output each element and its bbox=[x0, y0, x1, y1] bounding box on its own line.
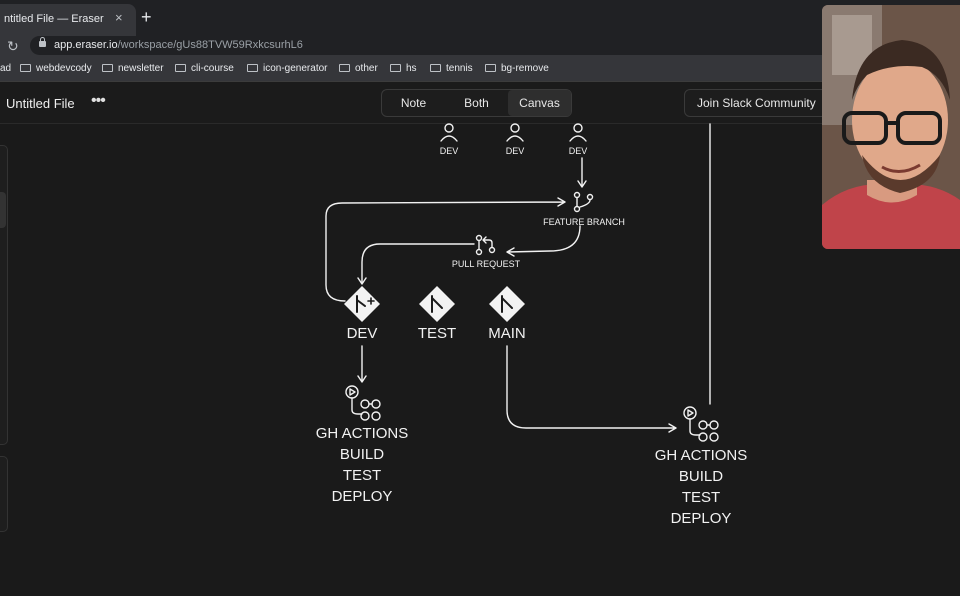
user-icon[interactable] bbox=[569, 123, 587, 142]
actions-label: GH ACTIONS bbox=[315, 425, 409, 442]
bookmark-label: other bbox=[355, 63, 378, 74]
bookmark-label: newsletter bbox=[118, 63, 164, 74]
bookmark-item[interactable]: icon-generator bbox=[247, 63, 327, 77]
folder-icon bbox=[430, 64, 441, 72]
new-tab-icon[interactable]: + bbox=[141, 7, 152, 27]
toolbar-active-tool[interactable] bbox=[0, 192, 6, 228]
webcam-person-image bbox=[822, 5, 960, 249]
user-icon[interactable] bbox=[506, 123, 524, 142]
bookmark-label: hs bbox=[406, 63, 417, 74]
canvas-zoom-toolbar bbox=[0, 456, 8, 532]
bookmark-label: webdevcody bbox=[36, 63, 92, 74]
bookmark-item[interactable]: cli-course bbox=[175, 63, 234, 77]
bookmark-label: bg-remove bbox=[501, 63, 549, 74]
view-canvas-button[interactable]: Canvas bbox=[508, 90, 571, 116]
bookmark-item[interactable]: hs bbox=[390, 63, 417, 77]
folder-icon bbox=[390, 64, 401, 72]
git-main-icon[interactable] bbox=[489, 286, 525, 322]
webcam-overlay bbox=[822, 5, 960, 249]
tab-title: ntitled File — Eraser bbox=[4, 13, 104, 25]
bookmark-item[interactable]: tennis bbox=[430, 63, 473, 77]
git-test-icon[interactable] bbox=[419, 286, 455, 322]
branch-dev-label: DEV bbox=[346, 325, 378, 342]
bookmark-label: icon-generator bbox=[263, 63, 328, 74]
lock-icon[interactable] bbox=[39, 37, 46, 47]
arrow-dev-to-feature-branch bbox=[325, 197, 566, 302]
tab-close-icon[interactable]: × bbox=[115, 10, 123, 25]
folder-icon bbox=[485, 64, 496, 72]
arrow-dev-to-feature bbox=[577, 157, 587, 188]
branch-main-label: MAIN bbox=[488, 325, 526, 342]
bookmark-item[interactable]: other bbox=[339, 63, 378, 77]
pull-request-icon[interactable] bbox=[475, 234, 496, 256]
bookmark-item[interactable]: bg-remove bbox=[485, 63, 549, 77]
user-icon[interactable] bbox=[440, 123, 458, 142]
view-toggle: Note Both Canvas bbox=[381, 89, 572, 117]
url-path: /workspace/gUs88TVW59RxkcsurhL6 bbox=[117, 39, 303, 51]
canvas-toolbar bbox=[0, 145, 8, 445]
github-actions-icon[interactable] bbox=[345, 385, 381, 421]
folder-icon bbox=[102, 64, 113, 72]
url-host: app.eraser.io bbox=[54, 39, 118, 51]
git-branch-icon[interactable] bbox=[573, 191, 594, 213]
folder-icon bbox=[20, 64, 31, 72]
actions-step: DEPLOY bbox=[331, 488, 393, 505]
bookmark-item[interactable]: newsletter bbox=[102, 63, 164, 77]
feature-branch-label: FEATURE BRANCH bbox=[543, 217, 625, 227]
folder-icon bbox=[175, 64, 186, 72]
address-bar: ↻ app.eraser.io/workspace/gUs88TVW59Rxkc… bbox=[0, 36, 960, 58]
actions-step: TEST bbox=[681, 489, 721, 506]
browser-tab[interactable]: ntitled File — Eraser × bbox=[0, 4, 136, 36]
view-note-button[interactable]: Note bbox=[400, 96, 427, 110]
branch-test-label: TEST bbox=[417, 325, 457, 342]
bookmark-item[interactable]: ad bbox=[0, 63, 11, 77]
join-slack-button[interactable]: Join Slack Community bbox=[684, 89, 834, 117]
bookmark-label: tennis bbox=[446, 63, 473, 74]
github-actions-icon[interactable] bbox=[683, 406, 719, 442]
arrow-feature-to-pr bbox=[506, 225, 581, 257]
bookmark-label: cli-course bbox=[191, 63, 234, 74]
folder-icon bbox=[247, 64, 258, 72]
url-text[interactable]: app.eraser.io/workspace/gUs88TVW59Rxkcsu… bbox=[54, 39, 303, 51]
more-options-icon[interactable]: ••• bbox=[91, 92, 106, 109]
arrow-pr-to-dev bbox=[357, 243, 475, 285]
bookmark-item[interactable]: webdevcody bbox=[20, 63, 92, 77]
folder-icon bbox=[339, 64, 350, 72]
actions-label: GH ACTIONS bbox=[654, 447, 748, 464]
user-label: DEV bbox=[568, 146, 588, 156]
reload-icon[interactable]: ↻ bbox=[7, 38, 19, 54]
view-both-button[interactable]: Both bbox=[464, 96, 489, 110]
arrow-dev-to-actions bbox=[357, 345, 367, 383]
actions-step: DEPLOY bbox=[670, 510, 732, 527]
actions-step: BUILD bbox=[339, 446, 385, 463]
arrow-main-to-actions bbox=[506, 345, 677, 433]
actions-step: BUILD bbox=[678, 468, 724, 485]
bookmarks-bar: ad webdevcody newsletter cli-course icon… bbox=[0, 58, 960, 82]
user-label: DEV bbox=[505, 146, 525, 156]
app-header: Untitled File ••• Note Both Canvas Join … bbox=[0, 82, 960, 124]
git-dev-icon[interactable] bbox=[344, 286, 380, 322]
actions-step: TEST bbox=[342, 467, 382, 484]
bookmark-label: ad bbox=[0, 63, 12, 74]
user-label: DEV bbox=[439, 146, 459, 156]
pull-request-label: PULL REQUEST bbox=[451, 259, 521, 269]
browser-tab-bar: ntitled File — Eraser × + bbox=[0, 0, 960, 36]
url-field[interactable] bbox=[30, 36, 960, 55]
file-title[interactable]: Untitled File bbox=[6, 96, 75, 111]
